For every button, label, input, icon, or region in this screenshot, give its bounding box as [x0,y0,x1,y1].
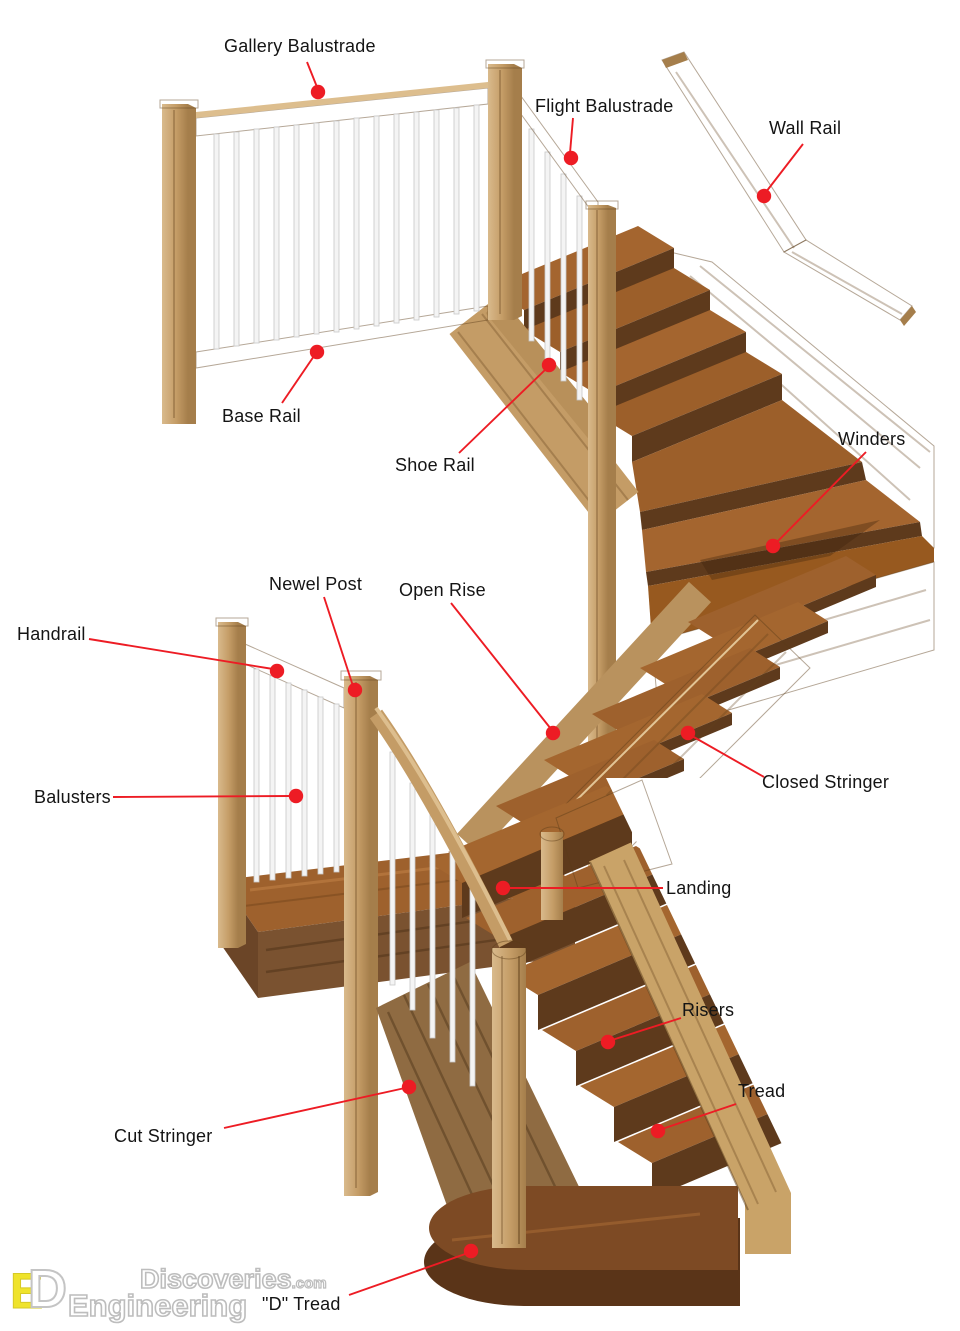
leader-cut-stringer [223,1087,406,1129]
brand-logo-e: E [9,1263,44,1319]
label-d-tread: "D" Tread [262,1294,341,1314]
bottom-round-newel [491,940,527,1248]
leader-newel-post [323,596,354,687]
gallery-balusters [213,104,480,350]
leader-flight-balustrade [569,117,574,154]
landing-small-newel [539,826,565,920]
dot-handrail [269,663,285,679]
label-handrail: Handrail [17,624,86,644]
leader-risers [611,1017,682,1041]
leader-shoe-rail [458,368,547,454]
brand-line2: Engineering [67,1287,248,1324]
dot-wall-rail [756,188,772,204]
dot-winders [765,538,781,554]
newel-post-part [340,670,382,1196]
label-risers: Risers [682,1000,735,1020]
label-landing: Landing [666,878,732,898]
dot-gallery-balustrade [310,84,326,100]
lower-balustrade [215,617,382,1196]
background-mask [606,778,960,1186]
brand-discoveries: Discoveries [139,1263,292,1295]
lower-left-post [215,617,249,948]
dot-newel-post [347,682,363,698]
leader-open-rise [450,602,552,730]
dot-base-rail [309,344,325,360]
leader-gallery-balustrade [306,61,318,88]
leader-handrail [88,638,274,670]
leader-tread [661,1103,737,1130]
label-flight-balustrade: Flight Balustrade [535,96,674,116]
leader-closed-stringer [691,735,765,778]
leader-wall-rail [765,143,804,193]
flight-balusters [528,128,583,401]
label-gallery-balustrade: Gallery Balustrade [224,36,376,56]
dot-risers [600,1034,616,1050]
label-closed-stringer: Closed Stringer [762,772,890,792]
dot-open-rise [545,725,561,741]
leader-d-tread [348,1252,469,1296]
gallery-right-post [485,59,525,320]
dot-balusters [288,788,304,804]
label-shoe-rail: Shoe Rail [395,455,475,475]
dot-flight-balustrade [563,150,579,166]
label-newel-post: Newel Post [269,574,363,594]
label-wall-rail: Wall Rail [769,118,842,138]
leader-balusters [112,795,292,798]
dot-tread [650,1123,666,1139]
leader-winders [775,451,867,544]
dot-closed-stringer [680,725,696,741]
bottom-flight [369,706,960,1306]
gallery-left-post [159,99,199,424]
dot-shoe-rail [541,357,557,373]
leader-base-rail [281,355,315,404]
brand-line1: Discoveries.com [139,1263,327,1295]
label-tread: Tread [738,1081,786,1101]
brand-domain-suffix: .com [291,1274,327,1292]
gallery-base-rail [195,305,489,369]
dot-d-tread [463,1243,479,1259]
label-base-rail: Base Rail [222,406,301,426]
bottom-right-stringer [589,842,791,1254]
wall-rail-part [661,51,916,326]
d-tread-part [424,1186,740,1306]
bottom-handrail [369,709,513,948]
dot-landing [495,880,511,896]
handrail-part [244,643,345,709]
label-cut-stringer: Cut Stringer [114,1126,213,1146]
label-winders: Winders [838,429,906,449]
lower-balusters [253,668,340,883]
dot-cut-stringer [401,1079,417,1095]
callout-markers [88,61,867,1296]
gallery-balustrade-part [159,59,525,424]
label-balusters: Balusters [34,787,111,807]
brand-logo-d: D [27,1259,68,1319]
label-open-rise: Open Rise [399,580,486,600]
